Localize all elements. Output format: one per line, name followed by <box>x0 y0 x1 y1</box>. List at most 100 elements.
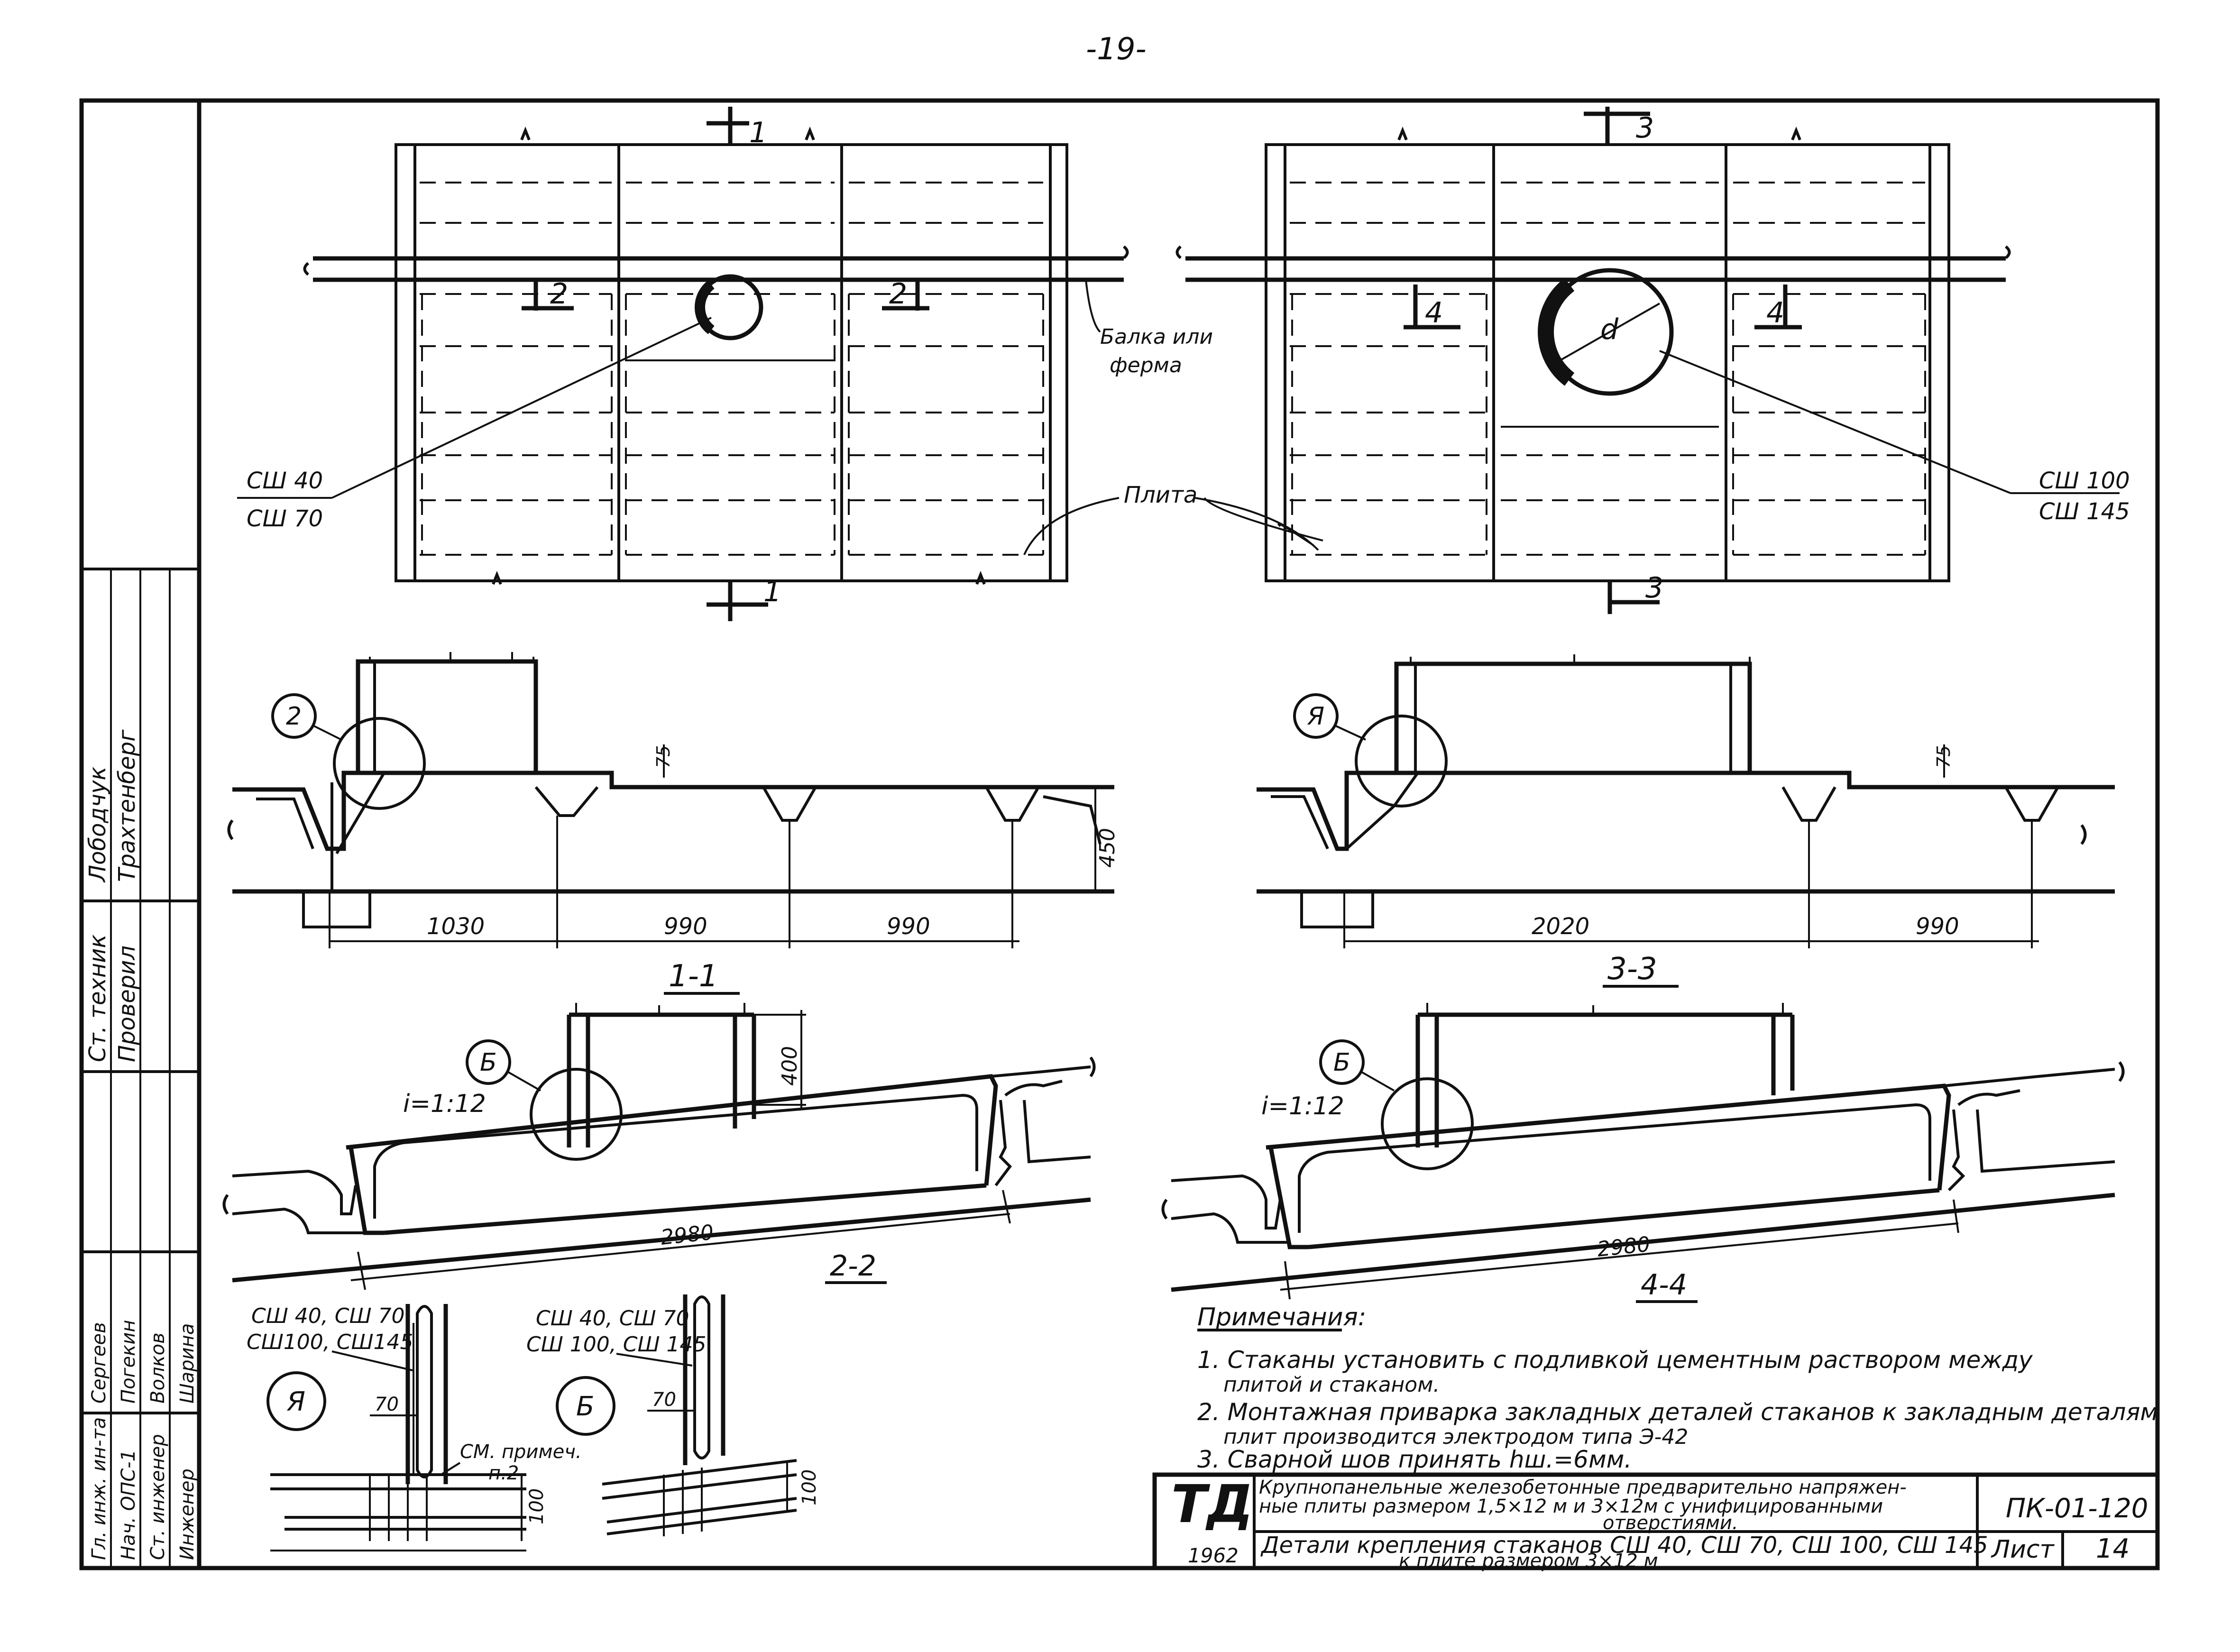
notes: Примечания: 1. Стаканы установить с подл… <box>1197 1303 2158 1473</box>
elev-right-dim-1: 990 <box>1916 913 1959 940</box>
callout-circle-2 <box>333 717 426 810</box>
elevation-left: 2 75 450 1030 990 990 <box>227 652 1120 948</box>
section-1-1-dim-2980: 2980 <box>660 1221 715 1250</box>
stamp-row4-role: Инженер <box>176 1468 198 1560</box>
callout-label-2 <box>271 693 317 739</box>
slab-label: Плита <box>1124 482 1197 508</box>
title-detail-1: Детали крепления стаканов СШ 40, СШ 70, … <box>1260 1532 1988 1559</box>
detail-ya-dim-70: 70 <box>375 1394 399 1415</box>
elev-left-dim-1: 990 <box>664 913 707 940</box>
plan-right: d 3 3 4 4 СШ 100 СШ 145 <box>1175 107 2130 614</box>
detail-ya-callout: Я <box>286 1386 305 1417</box>
detail-b-dim-70: 70 <box>652 1389 676 1411</box>
detail-b: СШ 40, СШ 70 СШ 100, СШ 145 Б 70 100 <box>526 1294 820 1536</box>
detail-b-marks-2: СШ 100, СШ 145 <box>526 1332 706 1357</box>
callout-label-ya <box>1293 693 1339 739</box>
page-number: -19- <box>1086 32 1147 67</box>
detail-ya-dim-100: 100 <box>526 1488 548 1524</box>
plan-left-cut1-top: 1 <box>749 116 767 149</box>
title-code: ПК-01-120 <box>2006 1493 2148 1524</box>
detail-ya-marks-2: СШ100, СШ145 <box>247 1330 413 1354</box>
title-sheet-number: 14 <box>2096 1533 2130 1564</box>
section-3-3-title: 3-3 <box>1607 952 1657 987</box>
title-line-2: ные плиты размером 1,5×12 м и 3×12м с ун… <box>1259 1496 1883 1517</box>
plan-left-cut2-right: 2 <box>889 277 907 311</box>
plan-right-mark-bottom: СШ 145 <box>2039 498 2130 525</box>
title-year: 1962 <box>1188 1544 1239 1567</box>
plan-left: 1 1 2 2 СШ 40 СШ 70 Балка или ферма <box>237 107 1213 621</box>
stamp-row6-role: Проверил <box>114 945 140 1062</box>
section-3-3: 3-3 Б i=1:12 2980 4-4 <box>1161 952 2125 1303</box>
detail-ya: СШ 40, СШ 70 СШ100, СШ145 Я 70 СМ. приме… <box>247 1304 582 1551</box>
section-1-1-callout: Б <box>480 1048 497 1077</box>
detail-b-dim-100: 100 <box>799 1469 820 1505</box>
section-3-3-dim-2980: 2980 <box>1596 1232 1652 1262</box>
callout-circle-b2 <box>1381 1077 1474 1170</box>
elev-left-callout: 2 <box>286 702 302 731</box>
stamp-row5-role: Ст. техник <box>84 935 111 1062</box>
section-3-3-callout: Б <box>1333 1048 1350 1077</box>
callout-circle-ya <box>1355 715 1448 808</box>
section-1-1-slope: i=1:12 <box>403 1090 486 1118</box>
section-3-3-slope: i=1:12 <box>1261 1092 1344 1120</box>
stamp-row5-name: Лободчук <box>84 767 111 883</box>
detail-b-callout: Б <box>576 1391 594 1422</box>
elev-left-dim-0: 1030 <box>427 913 485 940</box>
stamp-row6-name: Трахтенберг <box>114 729 140 882</box>
plan-right-mark-top: СШ 100 <box>2039 468 2130 494</box>
plan-left-cut2-left: 2 <box>550 277 568 311</box>
stamp-row4-name: Шарина <box>176 1323 198 1404</box>
beam-label-line1: Балка или <box>1100 325 1213 349</box>
title-logo: ТД <box>1171 1474 1253 1534</box>
note-1b: плитой и стаканом. <box>1223 1373 1440 1397</box>
section-1-1-label-2-2: 2-2 <box>830 1249 876 1283</box>
stamp-row2-role: Нач. ОПС-1 <box>118 1450 139 1560</box>
notes-title: Примечания: <box>1197 1303 1366 1331</box>
plan-right-diameter: d <box>1600 313 1619 346</box>
title-sheet-label: Лист <box>1991 1535 2055 1564</box>
note-2b: плит производится электродом типа Э-42 <box>1223 1425 1688 1449</box>
elev-left-dim-75: 75 <box>653 745 674 768</box>
title-line-1: Крупнопанельные железобетонные предварит… <box>1259 1477 1907 1498</box>
detail-b-callout-circle <box>556 1376 615 1436</box>
elev-right-callout: Я <box>1307 702 1324 731</box>
title-detail-2: к плите размером 3×12 м <box>1399 1550 1658 1572</box>
plan-left-mark-top: СШ 40 <box>247 468 323 494</box>
stamp-row1-role: Гл. инж. ин-та <box>88 1417 110 1560</box>
section-3-3-label-4-4: 4-4 <box>1641 1268 1687 1302</box>
plan-right-cut3-bottom: 3 <box>1645 571 1663 605</box>
plan-right-cut4-right: 4 <box>1766 296 1784 330</box>
elev-left-dim-2: 990 <box>887 913 930 940</box>
callout-label-b2 <box>1319 1039 1365 1085</box>
plan-right-cut4-left: 4 <box>1425 296 1443 330</box>
elevation-right: Я 75 2020 990 <box>1257 654 2115 948</box>
title-line-3: отверстиями. <box>1603 1512 1738 1534</box>
stamp-row3-name: Волков <box>147 1332 169 1404</box>
note-3: 3. Сварной шов принять hш.=6мм. <box>1197 1446 1632 1473</box>
plan-left-cut1-bottom: 1 <box>763 575 781 608</box>
elev-left-dim-450: 450 <box>1095 828 1120 868</box>
stamp-row3-role: Ст. инженер <box>147 1434 169 1560</box>
callout-label-b1 <box>466 1039 511 1085</box>
slab-label-group: Плита <box>1023 482 1319 555</box>
callout-circle-b1 <box>530 1068 623 1161</box>
detail-ya-marks-1: СШ 40, СШ 70 <box>251 1304 404 1328</box>
detail-ya-note-1: СМ. примеч. <box>460 1441 582 1463</box>
detail-b-marks-1: СШ 40, СШ 70 <box>536 1306 689 1331</box>
section-1-1-dim-400: 400 <box>778 1046 802 1086</box>
elev-right-dim-75: 75 <box>1933 745 1954 768</box>
section-1-1-title: 1-1 <box>669 959 718 994</box>
note-1a: 1. Стаканы установить с подливкой цемент… <box>1197 1346 2033 1374</box>
stamp-row2-name: Погекин <box>118 1320 139 1404</box>
elev-right-dim-0: 2020 <box>1532 913 1589 940</box>
sheet-frame <box>79 98 2160 1570</box>
section-1-1: 1-1 400 Б i=1:12 2980 2-2 <box>222 959 1096 1290</box>
plan-left-mark-bottom: СШ 70 <box>247 505 323 532</box>
plan-right-cut3-top: 3 <box>1636 111 1654 145</box>
stamp-row1-name: Сергеев <box>88 1322 110 1404</box>
title-block: ТД 1962 Крупнопанельные железобетонные п… <box>1152 1472 2160 1572</box>
beam-label-line2: ферма <box>1110 353 1182 377</box>
note-2a: 2. Монтажная приварка закладных деталей … <box>1197 1398 2158 1426</box>
